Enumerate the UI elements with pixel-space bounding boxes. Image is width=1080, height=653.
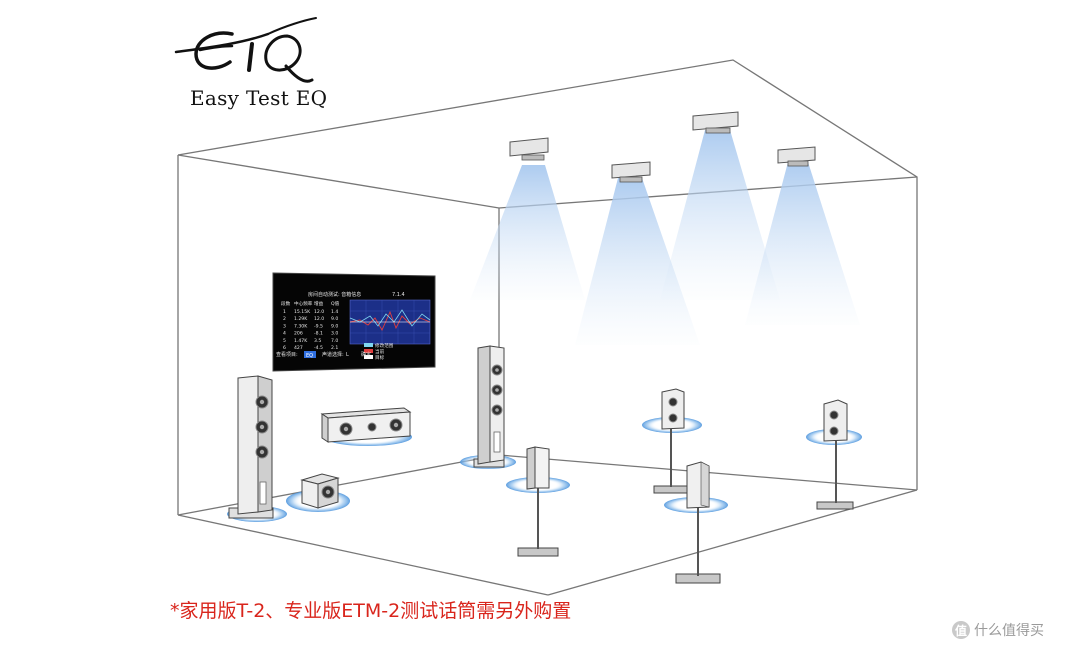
screen-version: 7.1.4 <box>392 292 405 298</box>
microphone-note: *家用版T-2、专业版ETM-2测试话筒需另外购置 <box>170 600 572 622</box>
screen-table-cell: 2.1 <box>331 345 338 351</box>
screen-footer-button: 确定 <box>361 351 371 358</box>
screen-footer-value: EQ <box>306 353 313 359</box>
surround-speaker-front <box>517 446 559 557</box>
screen-col-header: Q值 <box>331 300 340 307</box>
left-tower-speaker <box>228 375 274 519</box>
surround-speaker-rear-right <box>816 399 854 510</box>
ceiling-speaker-1 <box>509 137 549 161</box>
screen-table-cell: 9.0 <box>331 323 338 329</box>
ceiling-speaker-beams <box>470 130 860 345</box>
ceiling-speaker-4 <box>777 146 816 167</box>
screen-table-cell: -8.1 <box>314 331 323 337</box>
screen-col-header: 中心频率 <box>294 300 313 307</box>
screen-curve-cyan <box>349 309 431 327</box>
screen-table-cell: 5 <box>283 338 286 344</box>
screen-legend-swatch <box>364 355 373 359</box>
screen-table-cell: 3.0 <box>331 331 338 337</box>
screen-table-cell: -4.5 <box>314 345 323 351</box>
screen-table-cell: 9.0 <box>331 316 338 322</box>
screen-legend-swatch <box>364 349 373 353</box>
watermark-text: 什么值得买 <box>974 623 1044 639</box>
screen-title: 房间自动测试: 音箱信息 <box>308 291 361 298</box>
center-speaker <box>320 407 412 443</box>
screen-table-cell: 1 <box>283 309 286 315</box>
ceiling-speaker-3 <box>692 111 739 134</box>
surround-speaker-rear-left <box>653 388 689 494</box>
watermark: 值 什么值得买 <box>952 620 1044 640</box>
screen-table-cell: 6 <box>283 345 286 351</box>
screen-legend-swatch <box>364 343 373 347</box>
subwoofer <box>300 473 340 509</box>
screen-table-cell: 1.29K <box>294 316 308 322</box>
screen-table-cell: 1.47K <box>294 338 308 344</box>
watermark-badge-icon: 值 <box>952 621 970 639</box>
screen-footer-label: 查看项目: <box>276 351 298 358</box>
screen-table-cell: 3.5 <box>314 338 321 344</box>
screen-table-cell: 1.4 <box>331 309 338 315</box>
screen-footer-channel-value: L <box>346 352 349 358</box>
screen-table-cell: 4 <box>283 331 286 337</box>
screen-table-cell: 7.30K <box>294 323 308 329</box>
surround-speaker-side-right <box>675 461 721 584</box>
screen-table-cell: 427 <box>294 345 303 351</box>
screen-table-cell: 12.0 <box>314 309 324 315</box>
screen-table-cell: -9.5 <box>314 323 323 329</box>
screen-col-header: 段数 <box>281 300 291 307</box>
screen-table-cell: 12.0 <box>314 316 324 322</box>
screen-table-cell: 7.0 <box>331 338 338 344</box>
screen-col-header: 增益 <box>314 300 324 307</box>
screen-table-cell: 3 <box>283 323 286 329</box>
brand-text: Easy Test EQ <box>190 86 328 110</box>
eiq-logo-icon <box>174 17 317 83</box>
screen-table-cell: 2 <box>283 316 286 322</box>
screen-legend-label: 目标 <box>375 354 385 361</box>
screen-footer-channel-label: 声道选择: <box>322 351 344 358</box>
screen-legend-label: 当前 <box>375 348 385 355</box>
right-tower-speaker <box>473 345 505 468</box>
screen-table-cell: 206 <box>294 331 303 337</box>
screen-legend-label: 修改范围 <box>375 342 394 349</box>
ceiling-speaker-2 <box>611 161 651 183</box>
screen-table-cell: 15.15K <box>294 309 311 315</box>
